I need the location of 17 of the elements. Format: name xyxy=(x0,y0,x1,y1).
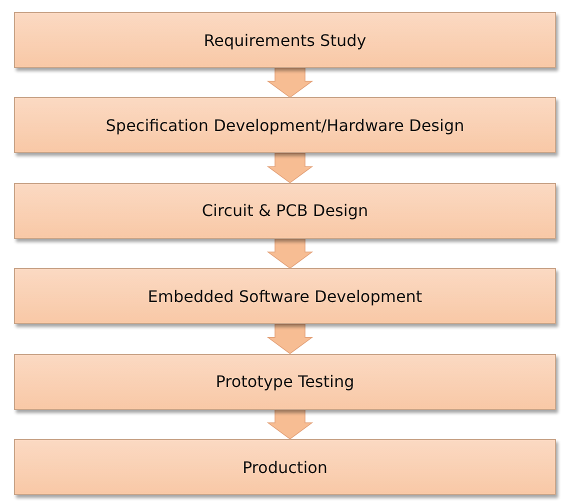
step-label: Embedded Software Development xyxy=(148,286,422,306)
process-box xyxy=(14,12,556,68)
block-arrow xyxy=(266,68,314,98)
step-label: Requirements Study xyxy=(204,30,366,50)
process-box xyxy=(14,97,556,154)
block-arrow xyxy=(266,409,314,440)
process-box xyxy=(14,354,556,410)
block-arrow xyxy=(266,153,314,184)
step-label: Circuit & PCB Design xyxy=(202,201,368,220)
step-label: Prototype Testing xyxy=(216,372,354,392)
process-box xyxy=(14,439,556,495)
block-arrow xyxy=(266,238,314,269)
step-label: Production xyxy=(242,458,328,476)
process-box xyxy=(14,182,556,239)
step-label: Specification Development/Hardware Design xyxy=(106,116,464,135)
block-arrow xyxy=(266,324,314,354)
process-box xyxy=(14,268,556,324)
